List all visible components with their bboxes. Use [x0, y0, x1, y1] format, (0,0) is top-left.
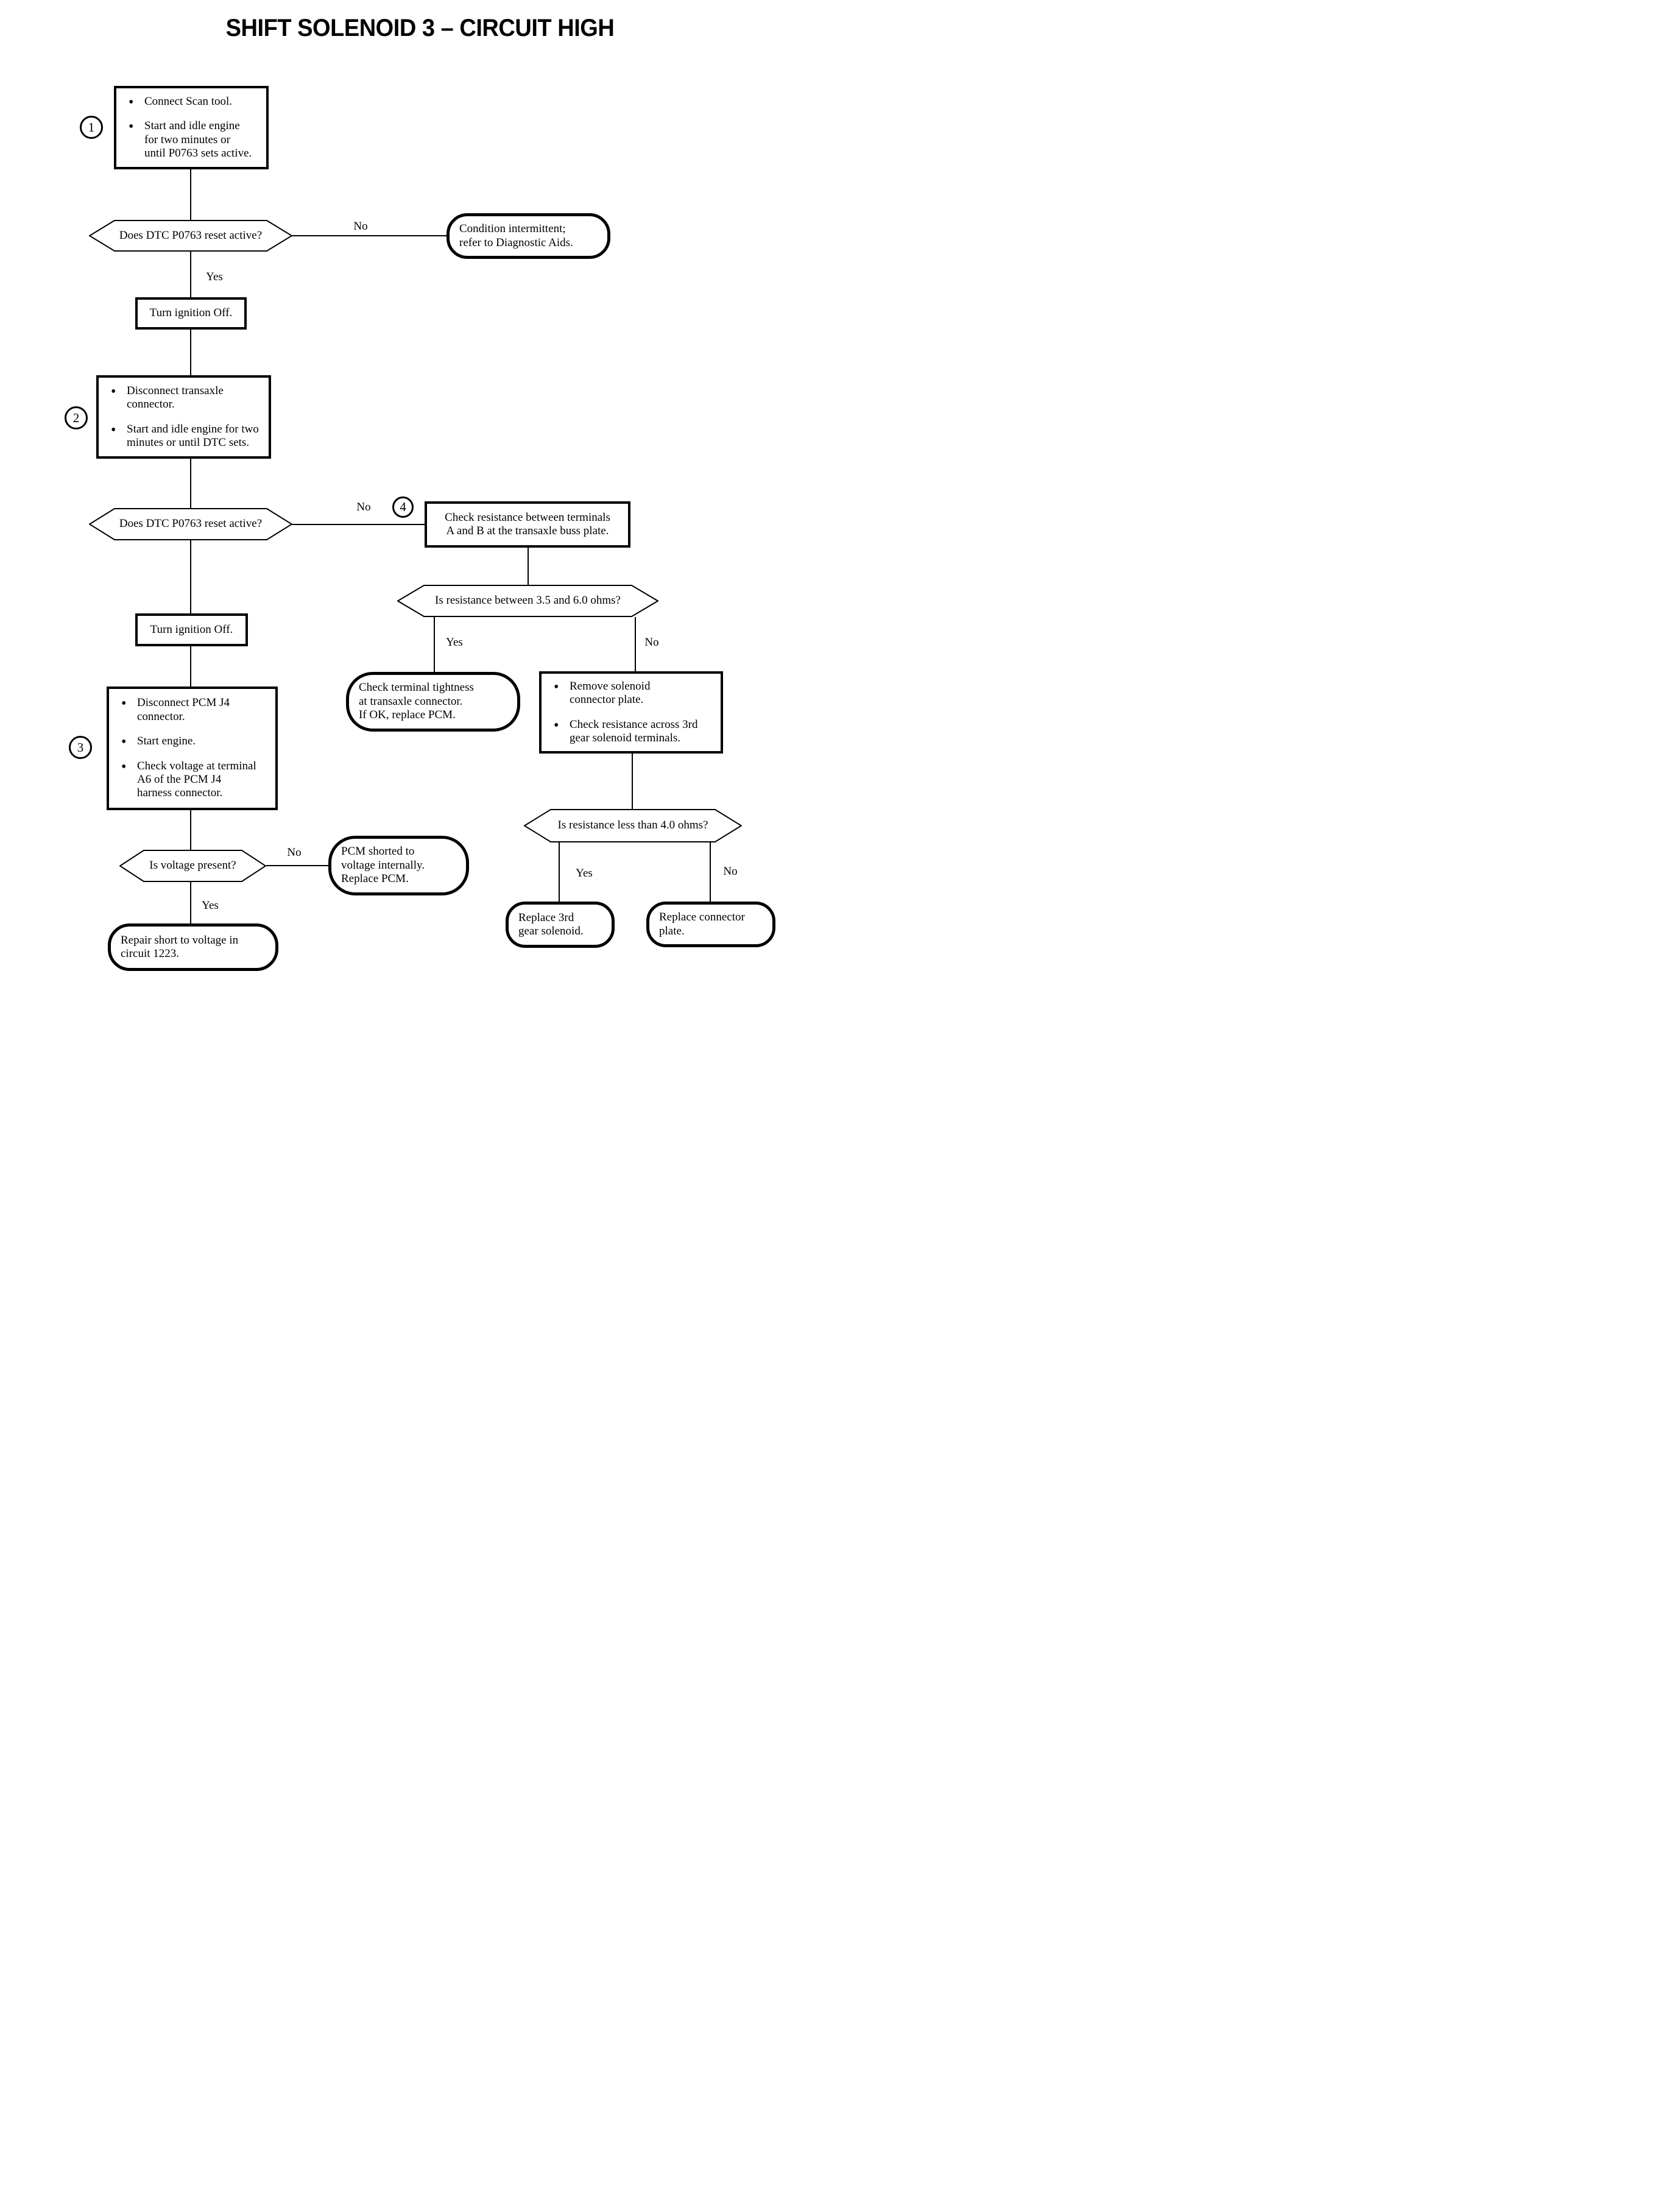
edge-label-no: No — [356, 501, 371, 514]
terminal-repair-short-circuit-1223: Repair short to voltage in circuit 1223. — [108, 923, 278, 971]
connector-line — [559, 842, 560, 902]
process-remove-solenoid-plate: Remove solenoid connector plate. Check r… — [539, 671, 723, 754]
decision-resistance-range: Is resistance between 3.5 and 6.0 ohms? — [397, 585, 658, 617]
bullet-item: Connect Scan tool. — [126, 94, 260, 111]
edge-label-no: No — [644, 636, 659, 649]
decision-resistance-low: Is resistance less than 4.0 ohms? — [524, 809, 742, 842]
step-number-4: 4 — [392, 496, 414, 518]
connector-line — [632, 754, 633, 809]
edge-label-yes: Yes — [206, 270, 223, 283]
edge-label-yes: Yes — [446, 636, 463, 649]
process-check-resistance-buss-plate: Check resistance between terminals A and… — [425, 501, 630, 548]
terminal-condition-intermittent: Condition intermittent; refer to Diagnos… — [446, 213, 610, 259]
terminal-pcm-shorted: PCM shorted to voltage internally. Repla… — [328, 836, 469, 895]
decision-voltage-present: Is voltage present? — [119, 850, 266, 882]
connector-line — [434, 617, 435, 672]
decision-dtc-reset-1: Does DTC P0763 reset active? — [89, 220, 292, 252]
connector-line — [635, 617, 636, 671]
terminal-replace-3rd-gear-solenoid: Replace 3rd gear solenoid. — [506, 902, 615, 948]
connector-line — [190, 646, 191, 687]
decision-dtc-reset-2: Does DTC P0763 reset active? — [89, 508, 292, 540]
connector-line — [710, 842, 711, 902]
step-number-1: 1 — [80, 116, 103, 139]
hexagon-shape — [397, 585, 658, 617]
bullet-item: Disconnect PCM J4 connector. — [119, 695, 269, 724]
connector-line — [266, 865, 328, 866]
edge-label-yes: Yes — [202, 899, 219, 912]
edge-label-no: No — [353, 220, 368, 233]
step-number-3: 3 — [69, 736, 92, 759]
page-title: SHIFT SOLENOID 3 – CIRCUIT HIGH — [225, 15, 615, 41]
hexagon-shape — [89, 220, 292, 252]
process-turn-ignition-off-2: Turn ignition Off. — [135, 613, 248, 646]
connector-line — [528, 548, 529, 585]
connector-line — [190, 882, 191, 923]
flowchart-canvas: SHIFT SOLENOID 3 – CIRCUIT HIGH 1 Connec… — [0, 0, 840, 1105]
decision-label: Does DTC P0763 reset active? — [119, 517, 263, 531]
edge-label-no: No — [723, 865, 738, 878]
decision-label: Is voltage present? — [149, 859, 236, 872]
terminal-replace-connector-plate: Replace connector plate. — [646, 902, 775, 947]
connector-line — [190, 252, 191, 297]
connector-line — [190, 540, 191, 613]
hexagon-shape — [119, 850, 266, 882]
step-number-2: 2 — [65, 406, 88, 429]
bullet-item: Check resistance across 3rd gear solenoi… — [551, 717, 715, 746]
bullet-item: Remove solenoid connector plate. — [551, 679, 715, 707]
connector-line — [292, 524, 425, 525]
process-turn-ignition-off-1: Turn ignition Off. — [135, 297, 247, 330]
process-connect-scan-tool: Connect Scan tool. Start and idle engine… — [114, 86, 269, 169]
hexagon-shape — [89, 508, 292, 540]
edge-label-no: No — [287, 846, 302, 859]
bullet-item: Check voltage at terminal A6 of the PCM … — [119, 758, 269, 800]
process-disconnect-transaxle: Disconnect transaxle connector. Start an… — [96, 375, 271, 459]
connector-line — [190, 330, 191, 375]
hexagon-shape — [524, 809, 742, 842]
bullet-item: Start and idle engine for two minutes or… — [108, 422, 263, 450]
bullet-item: Disconnect transaxle connector. — [108, 383, 263, 412]
decision-label: Is resistance between 3.5 and 6.0 ohms? — [435, 594, 621, 607]
process-disconnect-pcm-j4: Disconnect PCM J4 connector. Start engin… — [107, 687, 278, 810]
connector-line — [292, 235, 446, 236]
connector-line — [190, 169, 191, 220]
decision-label: Is resistance less than 4.0 ohms? — [557, 819, 708, 832]
decision-label: Does DTC P0763 reset active? — [119, 228, 263, 242]
connector-line — [190, 810, 191, 850]
connector-line — [190, 459, 191, 508]
terminal-check-terminal-tightness: Check terminal tightness at transaxle co… — [346, 672, 520, 732]
edge-label-yes: Yes — [576, 867, 593, 880]
bullet-item: Start engine. — [119, 733, 269, 751]
bullet-item: Start and idle engine for two minutes or… — [126, 118, 260, 160]
